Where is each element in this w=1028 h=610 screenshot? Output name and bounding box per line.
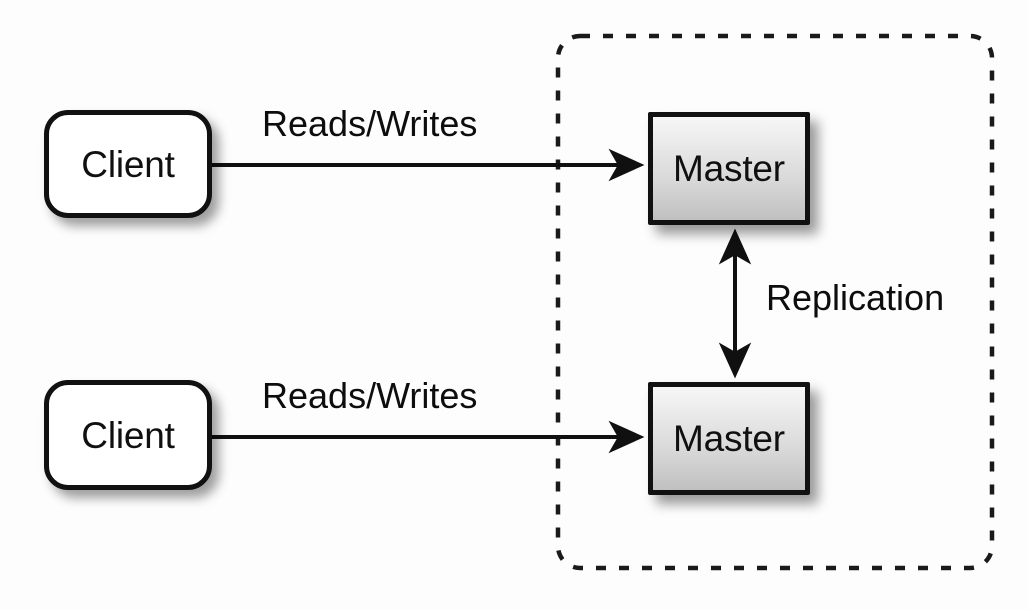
node-client-top[interactable]: Client (44, 110, 212, 218)
node-master-bottom[interactable]: Master (648, 382, 810, 495)
node-master-top[interactable]: Master (648, 112, 810, 225)
cluster-boundary-dashed-rect (555, 33, 995, 571)
node-client-bottom-label: Client (81, 414, 175, 456)
node-master-bottom-label: Master (673, 418, 785, 459)
edge-label-replication: Replication (766, 277, 945, 318)
node-master-top-label: Master (673, 148, 785, 189)
node-client-bottom[interactable]: Client (44, 380, 212, 490)
edge-label-reads-writes-bottom: Reads/Writes (262, 375, 478, 416)
edge-label-reads-writes-top: Reads/Writes (262, 103, 478, 144)
node-client-top-label: Client (81, 143, 175, 185)
